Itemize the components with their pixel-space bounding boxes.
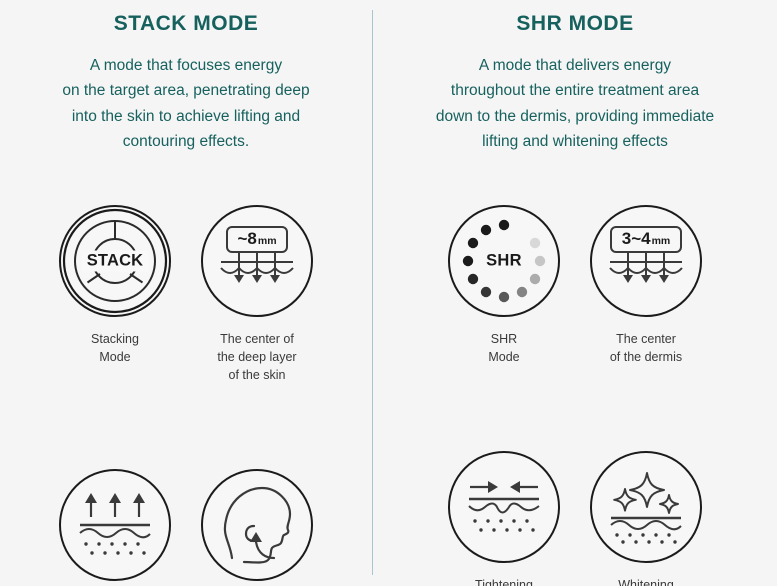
feature-tightening: Tightening	[439, 451, 569, 586]
stack-description: A mode that focuses energy on the target…	[62, 57, 310, 150]
whitening-sparkle-icon	[590, 451, 702, 564]
feature-shr-mode: SHR SHR Mode	[439, 205, 569, 366]
depth-8mm-icon: ~8 mm	[201, 205, 313, 317]
page-title-shr: SHR MODE	[516, 12, 634, 35]
caption-whitening: Whitening	[618, 578, 674, 586]
caption-stacking-mode: Stacking Mode	[91, 332, 139, 365]
feature-lifting: Lifting	[50, 469, 180, 586]
stack-panel-header: STACK MODE A mode that focuses energy on…	[0, 0, 372, 154]
caption-tightening: Tightening	[475, 578, 533, 586]
shr-description: A mode that delivers energy throughout t…	[435, 57, 715, 150]
feature-deep-layer-center: ~8 mm The center of the deep layer of th…	[192, 205, 322, 384]
face-profile-contouring-icon	[201, 469, 313, 582]
stack-target-icon: STACK	[59, 205, 171, 317]
feature-contouring: Contouring	[192, 469, 322, 586]
tightening-arrows-icon	[448, 451, 560, 564]
feature-stacking-mode: STACK Stacking Mode	[50, 205, 180, 384]
panel-stack-mode: STACK MODE A mode that focuses energy on…	[0, 0, 372, 586]
shr-panel-header: SHR MODE A mode that delivers energy thr…	[373, 0, 777, 154]
depth-8mm-unit: mm	[257, 235, 277, 247]
caption-shr-mode: SHR Mode	[488, 332, 520, 365]
depth-3-4mm-unit: mm	[651, 235, 671, 247]
caption-dermis-center: The center of the dermis	[609, 332, 683, 365]
shr-feature-grid: SHR SHR Mode	[373, 205, 777, 586]
panel-divider	[372, 10, 373, 575]
page-title-stack: STACK MODE	[113, 12, 259, 35]
feature-dermis-center: 3~4 mm The center of the dermis	[581, 205, 711, 366]
panel-shr-mode: SHR MODE A mode that delivers energy thr…	[373, 0, 777, 586]
depth-3-4mm-value: 3~4	[621, 229, 651, 248]
depth-3-4mm-icon: 3~4 mm	[590, 205, 702, 317]
shr-dots-icon: SHR	[448, 205, 560, 317]
caption-deep-layer-center: The center of the deep layer of the skin	[217, 332, 297, 383]
stack-feature-grid: STACK Stacking Mode	[0, 205, 372, 586]
shr-icon-label: SHR	[486, 251, 522, 270]
lifting-arrows-icon	[59, 469, 171, 582]
feature-whitening: Whitening	[581, 451, 711, 586]
depth-8mm-value: ~8	[237, 229, 257, 248]
stack-icon-label: STACK	[86, 251, 144, 270]
